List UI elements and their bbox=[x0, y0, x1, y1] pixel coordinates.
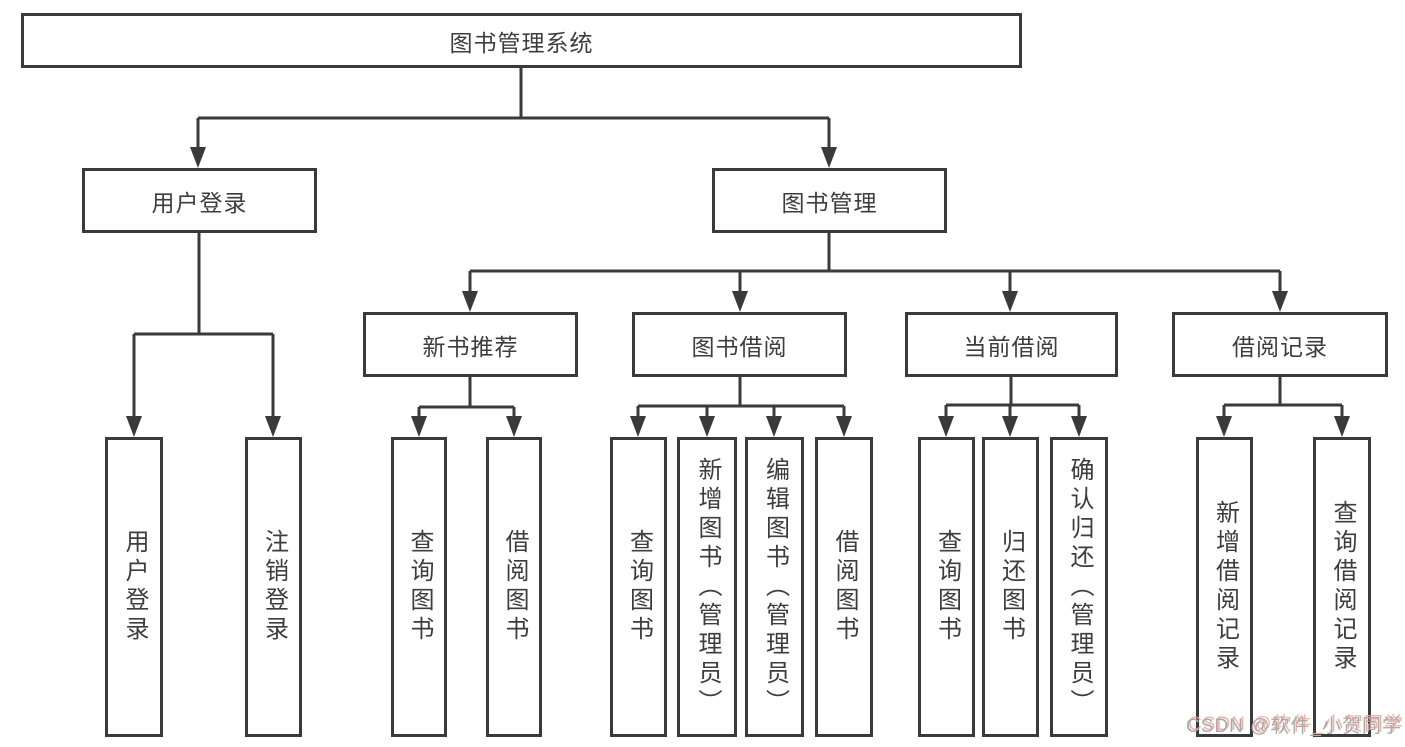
leaf-current-confirm-return-admin: 确认归还（管理员） bbox=[1050, 437, 1108, 737]
leaf-user-login-label: 用户登录 bbox=[121, 529, 148, 645]
arrowhead-icons bbox=[126, 147, 1350, 437]
leaf-borrow-query-books: 查询图书 bbox=[610, 437, 667, 737]
leaf-user-login: 用户登录 bbox=[105, 437, 163, 737]
leaf-borrow-edit-books-admin-label: 编辑图书（管理员） bbox=[761, 456, 789, 718]
node-new-book-recommendation: 新书推荐 bbox=[363, 312, 578, 377]
node-borrowing-records: 借阅记录 bbox=[1172, 312, 1388, 377]
node-borrowing-records-label: 借阅记录 bbox=[1232, 333, 1328, 360]
leaf-current-return-books-label: 归还图书 bbox=[997, 529, 1025, 645]
leaf-newbook-query-books: 查询图书 bbox=[391, 437, 447, 737]
leaf-borrow-add-books-admin: 新增图书（管理员） bbox=[677, 437, 737, 737]
leaf-borrow-add-books-admin-label: 新增图书（管理员） bbox=[694, 456, 721, 718]
leaf-current-query-books: 查询图书 bbox=[918, 437, 975, 737]
node-user-login-label: 用户登录 bbox=[151, 189, 248, 216]
csdn-watermark: CSDN @软件_小贺同学 bbox=[1186, 716, 1402, 737]
node-root: 图书管理系统 bbox=[21, 13, 1022, 68]
leaf-record-query-borrow-record-label: 查询借阅记录 bbox=[1329, 500, 1356, 674]
leaf-record-add-borrow-record-label: 新增借阅记录 bbox=[1211, 500, 1239, 674]
node-current-borrowing-label: 当前借阅 bbox=[963, 333, 1060, 360]
node-user-login: 用户登录 bbox=[82, 168, 317, 233]
leaf-newbook-borrow-books-label: 借阅图书 bbox=[501, 529, 528, 645]
node-root-label: 图书管理系统 bbox=[449, 29, 594, 56]
leaf-current-query-books-label: 查询图书 bbox=[933, 529, 961, 645]
leaf-borrow-query-books-label: 查询图书 bbox=[625, 529, 653, 645]
leaf-newbook-borrow-books: 借阅图书 bbox=[486, 437, 542, 737]
leaf-logout-label: 注销登录 bbox=[260, 529, 288, 645]
leaf-borrow-borrow-books: 借阅图书 bbox=[815, 437, 873, 737]
leaf-borrow-edit-books-admin: 编辑图书（管理员） bbox=[745, 437, 804, 737]
leaf-current-return-books: 归还图书 bbox=[982, 437, 1039, 737]
node-book-borrowing: 图书借阅 bbox=[632, 312, 847, 377]
leaf-logout: 注销登录 bbox=[245, 437, 302, 737]
leaf-record-query-borrow-record: 查询借阅记录 bbox=[1313, 437, 1371, 737]
node-book-borrowing-label: 图书借阅 bbox=[691, 333, 788, 360]
leaf-newbook-query-books-label: 查询图书 bbox=[406, 529, 433, 645]
leaf-borrow-borrow-books-label: 借阅图书 bbox=[831, 529, 858, 645]
leaf-current-confirm-return-admin-label: 确认归还（管理员） bbox=[1066, 456, 1093, 718]
leaf-record-add-borrow-record: 新增借阅记录 bbox=[1196, 437, 1253, 737]
node-current-borrowing: 当前借阅 bbox=[905, 312, 1118, 377]
node-new-book-recommendation-label: 新书推荐 bbox=[422, 333, 519, 360]
node-book-management: 图书管理 bbox=[712, 168, 947, 233]
node-book-management-label: 图书管理 bbox=[781, 189, 878, 216]
